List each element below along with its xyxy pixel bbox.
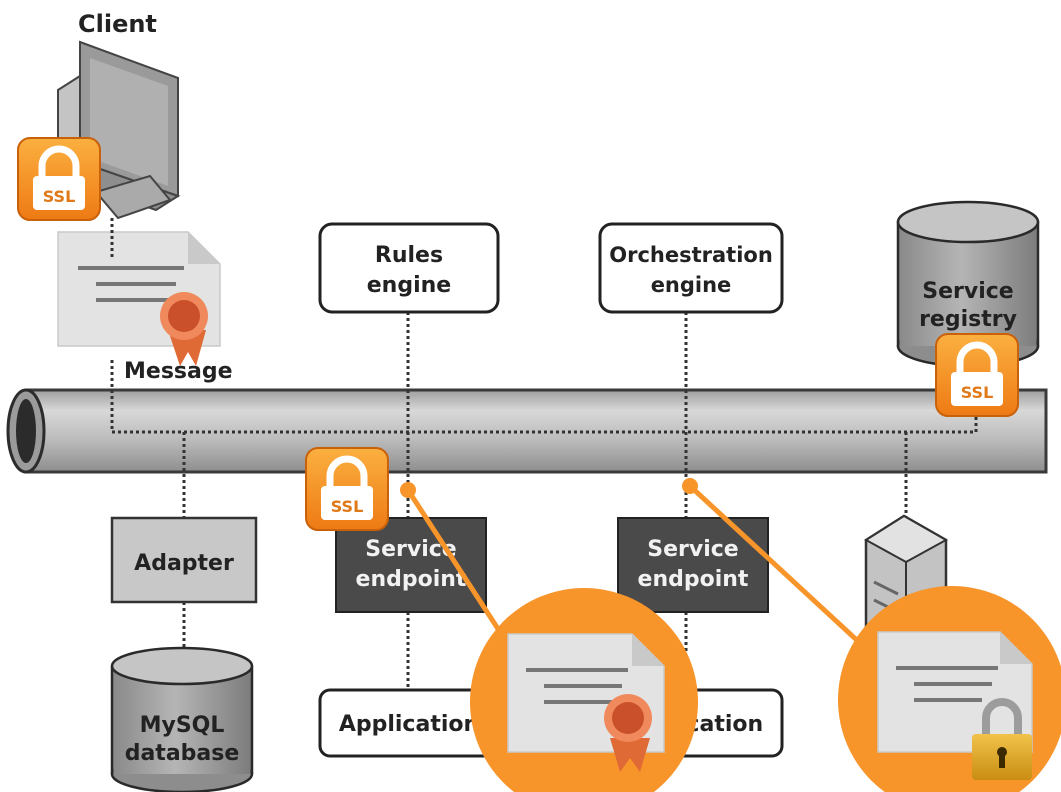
rules-engine-box: Rules engine <box>318 222 500 314</box>
svg-text:Service: Service <box>647 537 738 562</box>
svg-text:endpoint: endpoint <box>356 567 467 592</box>
certificate-icon <box>507 633 665 772</box>
ssl-lock-icon: SSL <box>936 334 1018 416</box>
svg-text:engine: engine <box>651 273 732 297</box>
svg-text:registry: registry <box>919 307 1017 332</box>
certificate-callout <box>470 588 698 792</box>
certificate-icon <box>877 631 1033 753</box>
orchestration-engine-box: Orchestration engine <box>598 222 784 314</box>
svg-text:engine: engine <box>367 273 451 298</box>
certificate-icon <box>57 231 221 366</box>
svg-text:Service: Service <box>922 279 1013 304</box>
callout-anchor-dot <box>400 482 416 498</box>
svg-text:Orchestration: Orchestration <box>609 243 773 267</box>
svg-text:Adapter: Adapter <box>134 551 234 576</box>
svg-text:SSL: SSL <box>961 383 994 402</box>
client-label: Client <box>78 10 157 38</box>
svg-text:Rules: Rules <box>375 243 443 268</box>
service-endpoint-box: Service endpoint <box>335 517 487 613</box>
svg-text:Application: Application <box>339 712 479 737</box>
message-label: Message <box>124 359 233 384</box>
svg-text:database: database <box>125 741 240 766</box>
adapter-box: Adapter <box>110 516 258 604</box>
encrypted-message-callout <box>838 586 1061 792</box>
svg-text:endpoint: endpoint <box>638 567 749 592</box>
ssl-lock-icon: SSL <box>306 448 388 530</box>
dotted-connectors <box>110 218 978 690</box>
svg-text:SSL: SSL <box>331 497 364 516</box>
svg-text:MySQL: MySQL <box>140 713 225 738</box>
mysql-database-cylinder: MySQL database <box>110 646 254 792</box>
ssl-lock-icon: SSL <box>18 138 100 220</box>
service-endpoint-box: Service endpoint <box>617 517 769 613</box>
padlock-icon <box>972 698 1032 780</box>
svg-text:SSL: SSL <box>43 187 76 206</box>
callout-anchor-dot <box>682 478 698 494</box>
